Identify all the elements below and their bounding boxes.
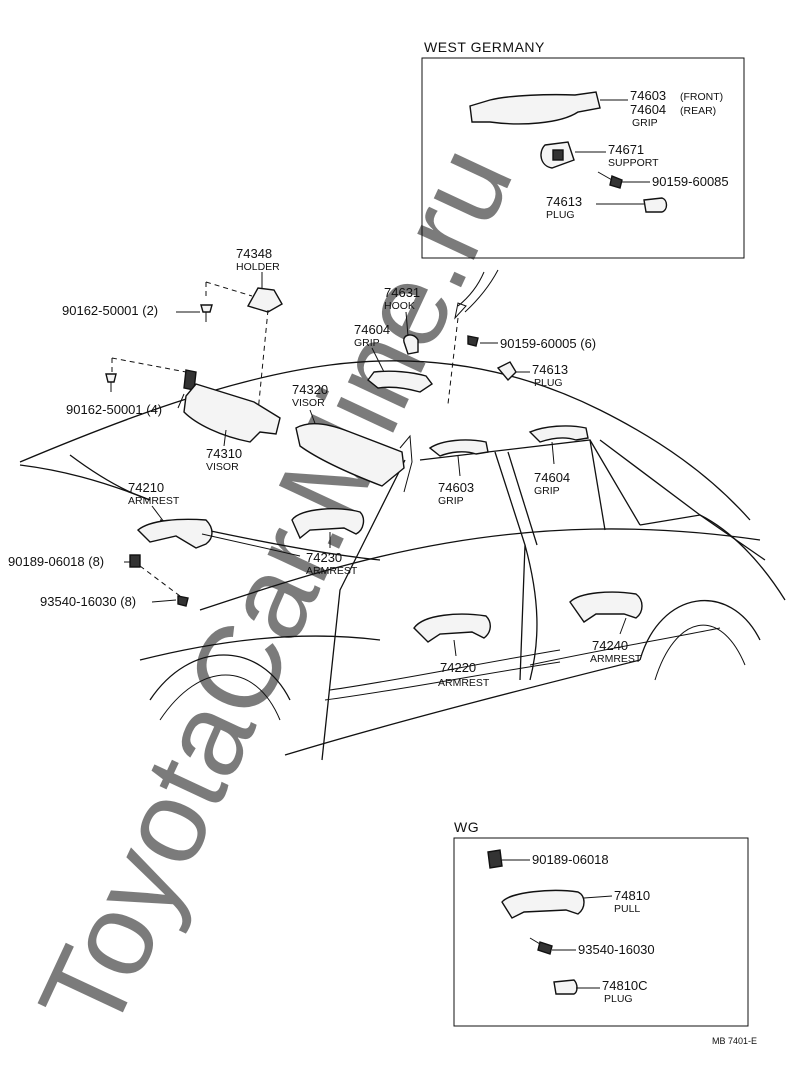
- wg-grip-rear-note: (REAR): [680, 105, 716, 117]
- screw-icon: [177, 595, 189, 607]
- armrest-mid-name: ARMREST: [306, 565, 358, 577]
- screw-icon: [467, 335, 479, 347]
- wg-screw-icon: [529, 937, 553, 955]
- wg-grip-name: GRIP: [632, 117, 658, 129]
- armrest-front-number: 74210: [128, 480, 164, 495]
- grip-rear-name: GRIP: [534, 485, 560, 497]
- visor-left-drawing: [183, 383, 281, 443]
- clip-drawing: [129, 554, 141, 568]
- wg-screw-icon: [597, 171, 623, 189]
- grip-top-name: GRIP: [354, 337, 380, 349]
- wg-plug-drawing: [553, 979, 578, 995]
- visor-left-name: VISOR: [206, 461, 239, 473]
- wg-clip-drawing: [487, 849, 503, 869]
- wg-box: [453, 837, 749, 1027]
- visor-right-number: 74320: [292, 382, 328, 397]
- plug-number: 74613: [532, 362, 568, 377]
- holder-number: 74348: [236, 246, 272, 261]
- west-germany-box: [421, 57, 745, 259]
- grip-front-drawing: [428, 439, 489, 457]
- hook-drawing: [403, 334, 419, 355]
- screw-icon: [200, 304, 213, 322]
- wg-clip-number: 90189-06018: [532, 852, 609, 867]
- grip-front-number: 74603: [438, 480, 474, 495]
- wg-pull-name: PULL: [614, 903, 640, 915]
- wg-screw-number: 90159-60085: [652, 174, 729, 189]
- grip-rear-drawing: [528, 425, 589, 443]
- wg-plug-name: PLUG: [546, 209, 575, 221]
- wg-plug-number: 74810C: [602, 978, 648, 993]
- grip-top-drawing: [367, 370, 434, 393]
- screw-armrest-number: 93540-16030 (8): [40, 594, 136, 609]
- armrest-mid-number: 74230: [306, 550, 342, 565]
- grip-rear-number: 74604: [534, 470, 570, 485]
- wg-pull-drawing: [501, 889, 585, 919]
- wg-plug-drawing: [643, 197, 668, 213]
- hook-number: 74631: [384, 285, 420, 300]
- inset-pointer-arrow: [454, 269, 499, 320]
- visor-left-number: 74310: [206, 446, 242, 461]
- armrest-front-drawing: [136, 518, 213, 549]
- wg-support-number: 74671: [608, 142, 644, 157]
- west-germany-title: WEST GERMANY: [424, 39, 545, 55]
- armrest-rear-name: ARMREST: [590, 653, 642, 665]
- wg-screw-number: 93540-16030: [578, 942, 655, 957]
- armrest-door-name: ARMREST: [438, 677, 490, 689]
- holder-name: HOLDER: [236, 261, 280, 273]
- holder-drawing: [246, 287, 283, 313]
- wg-title: WG: [454, 819, 479, 835]
- wg-grip-drawing: [469, 91, 601, 125]
- wg-pull-number: 74810: [614, 888, 650, 903]
- visor-right-name: VISOR: [292, 397, 325, 409]
- armrest-rear-number: 74240: [592, 638, 628, 653]
- armrest-door-drawing: [413, 613, 491, 643]
- clip-number: 90189-06018 (8): [8, 554, 104, 569]
- wg-plug-name: PLUG: [604, 993, 633, 1005]
- screw-visor-number: 90162-50001 (4): [66, 402, 162, 417]
- armrest-mid-drawing: [291, 508, 365, 540]
- screw-grip-number: 90159-60005 (6): [500, 336, 596, 351]
- wg-grip-front-note: (FRONT): [680, 91, 723, 103]
- visor-right-drawing: [295, 422, 405, 487]
- grip-top-number: 74604: [354, 322, 390, 337]
- plug-name: PLUG: [534, 377, 563, 389]
- wg-grip-front-number: 74603: [630, 88, 666, 103]
- wg-support-name: SUPPORT: [608, 157, 659, 169]
- wg-grip-rear-number: 74604: [630, 102, 666, 117]
- armrest-rear-drawing: [569, 591, 643, 623]
- armrest-front-name: ARMREST: [128, 495, 180, 507]
- screw-icon: [105, 369, 197, 392]
- wg-plug-number: 74613: [546, 194, 582, 209]
- footer-code: MB 7401-E: [712, 1036, 757, 1046]
- armrest-door-number: 74220: [440, 660, 476, 675]
- screw-holder-number: 90162-50001 (2): [62, 303, 158, 318]
- grip-front-name: GRIP: [438, 495, 464, 507]
- hook-name: HOOK: [384, 300, 415, 312]
